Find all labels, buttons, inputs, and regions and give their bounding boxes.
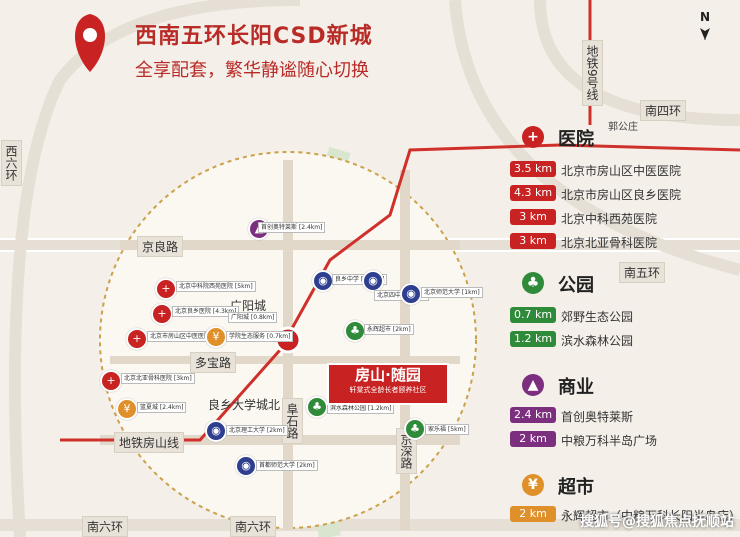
poi-school-icon: ◉ bbox=[205, 420, 227, 442]
poi-label: 广阳城 [0.8km] bbox=[228, 312, 278, 323]
supermarket-icon: ¥ bbox=[522, 474, 544, 496]
road-label-nanliuhuan: 南六环 bbox=[230, 516, 277, 537]
distance-badge: 0.7 km bbox=[510, 307, 556, 323]
station-guogongzhuang: 郭公庄 bbox=[608, 122, 638, 133]
poi-school-icon: ◉ bbox=[362, 270, 384, 292]
road-label-fushi: 阜石路 bbox=[282, 398, 303, 444]
watermark: 搜狐号@搜狐焦点抚顺站 bbox=[580, 514, 734, 530]
poi-park-icon: ♣ bbox=[344, 320, 366, 342]
poi-hospital-icon: + bbox=[151, 303, 173, 325]
poi-label: 永辉超市 [2km] bbox=[364, 324, 414, 335]
park-icon: ♣ bbox=[522, 272, 544, 294]
poi-label: 学院生态服务 [0.7km] bbox=[226, 331, 294, 342]
facility-name: 北京市房山区良乡医院 bbox=[561, 188, 682, 202]
road-label-nanwuhuan: 南五环 bbox=[619, 262, 666, 283]
poi-label: 北京良乡医院 [4.3km] bbox=[172, 306, 240, 317]
road-label-xiliuhuan: 西六环 bbox=[1, 140, 22, 186]
facility-name: 北京北亚骨科医院 bbox=[561, 236, 658, 250]
distance-badge: 2 km bbox=[510, 506, 556, 522]
facility-name: 郊野生态公园 bbox=[561, 310, 634, 324]
road-label-fangshan-line: 地铁房山线 bbox=[114, 432, 185, 453]
poi-school-icon: ◉ bbox=[235, 455, 257, 477]
road-label-jingliang: 京良路 bbox=[137, 236, 184, 257]
distance-badge: 2.4 km bbox=[510, 407, 556, 423]
hospital-icon: + bbox=[522, 126, 544, 148]
poi-park-icon: ♣ bbox=[306, 396, 328, 418]
poi-label: 家乐福 [5km] bbox=[425, 424, 469, 435]
shopping-icon: ▲ bbox=[522, 374, 544, 396]
poi-label: 篮夏城 [2.4km] bbox=[137, 402, 187, 413]
road-label-nansihuan: 南四环 bbox=[640, 100, 687, 121]
poi-school-icon: ◉ bbox=[400, 283, 422, 305]
section-title: 商业 bbox=[558, 377, 594, 398]
facility-name: 北京市房山区中医医院 bbox=[561, 164, 682, 178]
poi-hospital-icon: + bbox=[155, 278, 177, 300]
facility-name: 北京中科西苑医院 bbox=[561, 212, 658, 226]
section-title: 医院 bbox=[558, 129, 594, 150]
poi-label: 首创奥特莱斯 [2.4km] bbox=[258, 222, 326, 233]
poi-market-icon: ¥ bbox=[116, 398, 138, 420]
road-label-subway-9: 地铁9号线 bbox=[582, 40, 603, 106]
distance-badge: 3 km bbox=[510, 209, 556, 225]
poi-park-icon: ¥ bbox=[205, 326, 227, 348]
facility-name: 中粮万科半岛广场 bbox=[561, 434, 658, 448]
distance-badge: 1.2 km bbox=[510, 331, 556, 347]
facility-name: 滨水森林公园 bbox=[561, 334, 634, 348]
poi-label: 首都师范大学 [2km] bbox=[256, 460, 318, 471]
compass-icon bbox=[700, 28, 710, 40]
section-title: 公园 bbox=[558, 275, 594, 296]
page-subtitle: 全享配套，繁华静谧随心切换 bbox=[135, 60, 369, 81]
road-label-nanliuhuan-left: 南六环 bbox=[82, 516, 129, 537]
project-name: 房山·随园 bbox=[355, 366, 421, 384]
compass-label: N bbox=[700, 10, 711, 24]
poi-label: 北京中科院西苑医院 [5km] bbox=[176, 281, 256, 292]
poi-label: 北京师范大学 [1km] bbox=[421, 287, 483, 298]
project-box: 房山·随园 轩棠式全龄长者颐养社区 bbox=[327, 363, 449, 405]
poi-hospital-icon: + bbox=[126, 328, 148, 350]
project-tagline: 轩棠式全龄长者颐养社区 bbox=[349, 386, 427, 394]
area-liangxiang-uni: 良乡大学城北 bbox=[208, 398, 281, 412]
page-title: 西南五环长阳CSD新城 bbox=[135, 24, 373, 49]
west-ring bbox=[9, 0, 301, 537]
facility-name: 永辉超市（中粮万科长阳半岛店） bbox=[561, 509, 740, 523]
distance-badge: 3.5 km bbox=[510, 161, 556, 177]
distance-badge: 3 km bbox=[510, 233, 556, 249]
poi-label: 良乡中学 [1.6km] bbox=[332, 274, 388, 285]
poi-hospital-icon: + bbox=[100, 370, 122, 392]
poi-park-icon: ♣ bbox=[404, 418, 426, 440]
distance-badge: 2 km bbox=[510, 431, 556, 447]
section-title: 超市 bbox=[558, 477, 594, 498]
distance-badge: 4.3 km bbox=[510, 185, 556, 201]
facility-name: 首创奥特莱斯 bbox=[561, 410, 634, 424]
poi-label: 北京北亚骨科医院 [3km] bbox=[121, 373, 195, 384]
road-label-duobao: 多宝路 bbox=[190, 352, 237, 373]
poi-school-icon: ◉ bbox=[312, 270, 334, 292]
location-pin-icon bbox=[75, 14, 105, 72]
poi-label: 北京理工大学 [2km] bbox=[226, 425, 288, 436]
